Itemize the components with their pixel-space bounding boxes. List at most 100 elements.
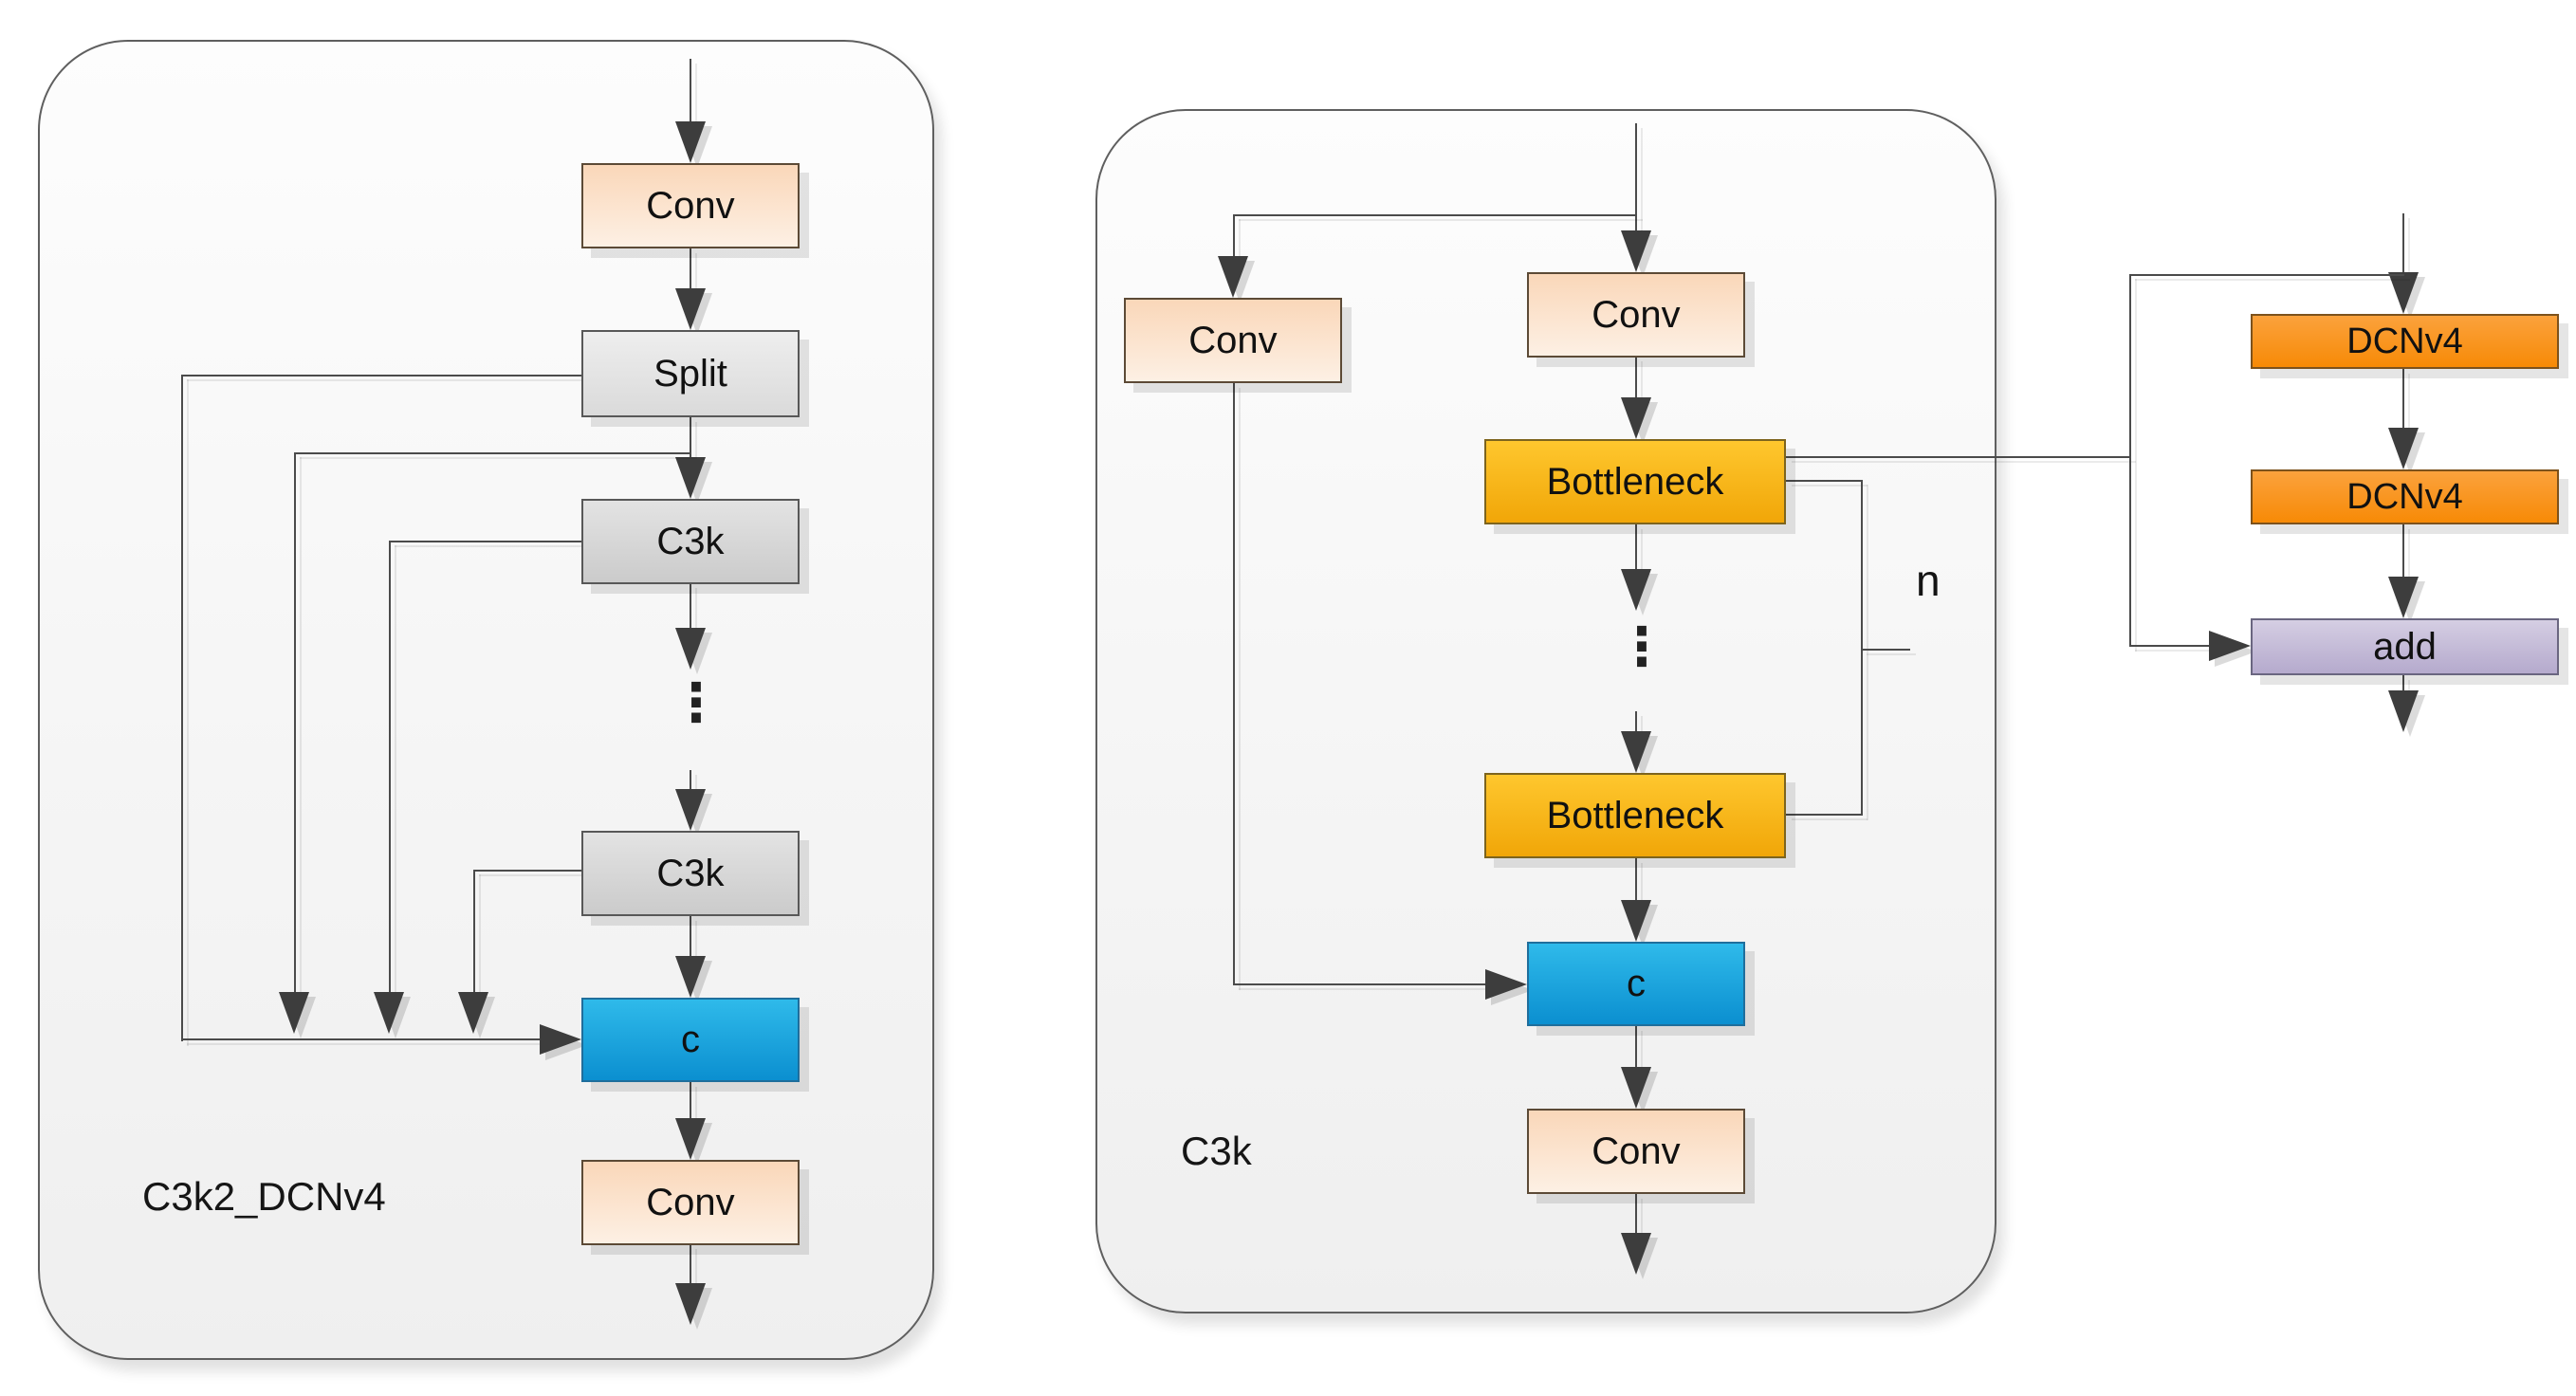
repeat-count-label: n [1916,556,1941,605]
edge [1635,524,1637,571]
node-add: add [2251,618,2559,675]
arrow-down-icon [1621,1067,1651,1109]
node-conv: Conv [1124,298,1342,383]
node-label: Conv [1592,1130,1681,1172]
node-bottleneck: Bottleneck [1484,439,1786,524]
edge [690,916,691,960]
node-bottleneck: Bottleneck [1484,773,1786,858]
skip-edge [181,1038,540,1040]
node-conv: Conv [581,163,800,248]
arrow-down-icon [2388,577,2419,618]
arrow-down-icon [675,457,706,499]
arrow-down-icon [1621,1233,1651,1275]
edge [1635,711,1637,733]
edge [1233,214,1637,216]
arrow-down-icon [1621,731,1651,773]
expansion-edge [1786,456,2130,458]
edge [1635,1194,1637,1235]
node-split: Split [581,330,800,417]
skip-edge [2129,645,2211,647]
edge [1635,357,1637,399]
node-label: Conv [1592,293,1681,336]
node-label: C3k [656,520,725,562]
edge [2402,524,2404,579]
edge [690,1082,691,1122]
node-label: c [1627,963,1646,1004]
node-c3k: C3k [581,499,800,584]
arrow-down-icon [675,288,706,330]
panel-c3k2-dcnv4-label: C3k2_DCNv4 [142,1174,386,1219]
node-dcnv4: DCNv4 [2251,314,2559,369]
node-label: Conv [646,1181,735,1223]
node-c3k: C3k [581,831,800,916]
node-label: C3k [656,852,725,894]
ellipsis-dots: ⋮ [670,672,723,734]
repeat-bracket [1861,480,1863,816]
arrow-down-icon [458,992,488,1034]
skip-edge [181,375,183,1041]
panel-c3k-label: C3k [1181,1129,1252,1173]
arrow-down-icon [675,121,706,163]
skip-edge [473,870,583,872]
edge [2402,213,2404,274]
arrow-down-icon [675,1283,706,1325]
arrow-down-icon [1621,230,1651,272]
arrow-down-icon [675,1118,706,1160]
repeat-bracket-tick [1861,649,1910,651]
skip-edge [181,375,583,377]
arrow-down-icon [675,789,706,831]
node-label: Conv [1188,319,1278,361]
panel-c3k2-dcnv4 [38,40,934,1360]
skip-edge [294,452,296,993]
node-label: c [681,1019,700,1060]
edge [1635,1026,1637,1069]
skip-edge [294,452,691,454]
arrow-down-icon [374,992,404,1034]
edge [690,59,691,125]
skip-edge [389,541,391,993]
node-label: Bottleneck [1546,460,1724,503]
edge [1635,123,1637,232]
node-conv: Conv [581,1160,800,1245]
ellipsis-dots: ⋮ [1615,616,1668,678]
edge [690,1244,691,1287]
arrow-right-icon [1485,969,1527,1000]
arrow-down-icon [1621,397,1651,439]
arrow-down-icon [675,956,706,998]
repeat-bracket [1786,814,1862,816]
node-conv: Conv [1527,272,1745,358]
skip-edge [389,541,583,542]
arrow-down-icon [675,628,706,670]
skip-edge [2129,274,2131,647]
edge [1233,214,1235,258]
edge [2402,369,2404,430]
skip-edge [1233,383,1235,985]
node-label: Conv [646,184,735,227]
edge [690,583,691,631]
node-concat: c [1527,942,1745,1026]
node-conv: Conv [1527,1109,1745,1194]
arrow-down-icon [2388,272,2419,314]
node-label: DCNv4 [2346,321,2463,361]
edge [2402,675,2404,692]
arrow-right-icon [540,1024,581,1055]
arrow-down-icon [1218,256,1248,298]
arrow-down-icon [279,992,309,1034]
skip-edge [2129,274,2404,276]
node-dcnv4: DCNv4 [2251,469,2559,524]
node-label: Bottleneck [1546,794,1724,836]
node-label: add [2373,625,2437,668]
arrow-right-icon [2209,631,2251,661]
node-concat: c [581,998,800,1082]
edge [690,770,691,793]
skip-edge [1233,983,1487,985]
edge [690,417,691,461]
node-label: DCNv4 [2346,476,2463,517]
edge [1635,858,1637,902]
arrow-down-icon [2388,690,2419,732]
arrow-down-icon [2388,428,2419,469]
arrow-down-icon [1621,900,1651,942]
repeat-bracket [1786,480,1862,482]
edge [690,248,691,292]
